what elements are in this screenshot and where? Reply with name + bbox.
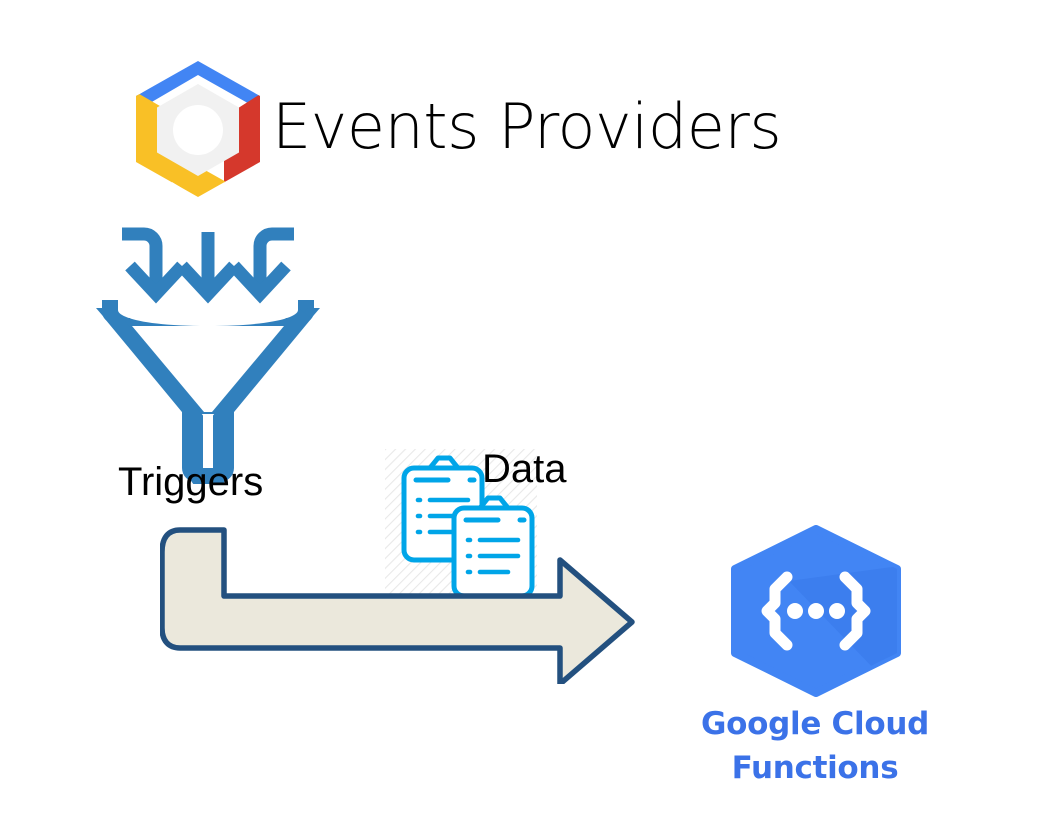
google-cloud-platform-logo	[124, 55, 272, 203]
events-providers-title: Events Providers	[272, 90, 782, 163]
clipboards-icon	[392, 450, 544, 600]
triggers-label: Triggers	[118, 460, 264, 504]
funnel-icon	[92, 222, 324, 491]
triggers-to-functions-arrow	[159, 512, 650, 687]
google-cloud-functions-label: Google Cloud Functions	[660, 702, 970, 794]
gcf-label-line-1: Google Cloud	[700, 706, 929, 742]
gcf-label-line-2: Functions	[731, 750, 899, 786]
google-cloud-functions-logo	[725, 525, 907, 697]
data-label: Data	[482, 447, 567, 491]
